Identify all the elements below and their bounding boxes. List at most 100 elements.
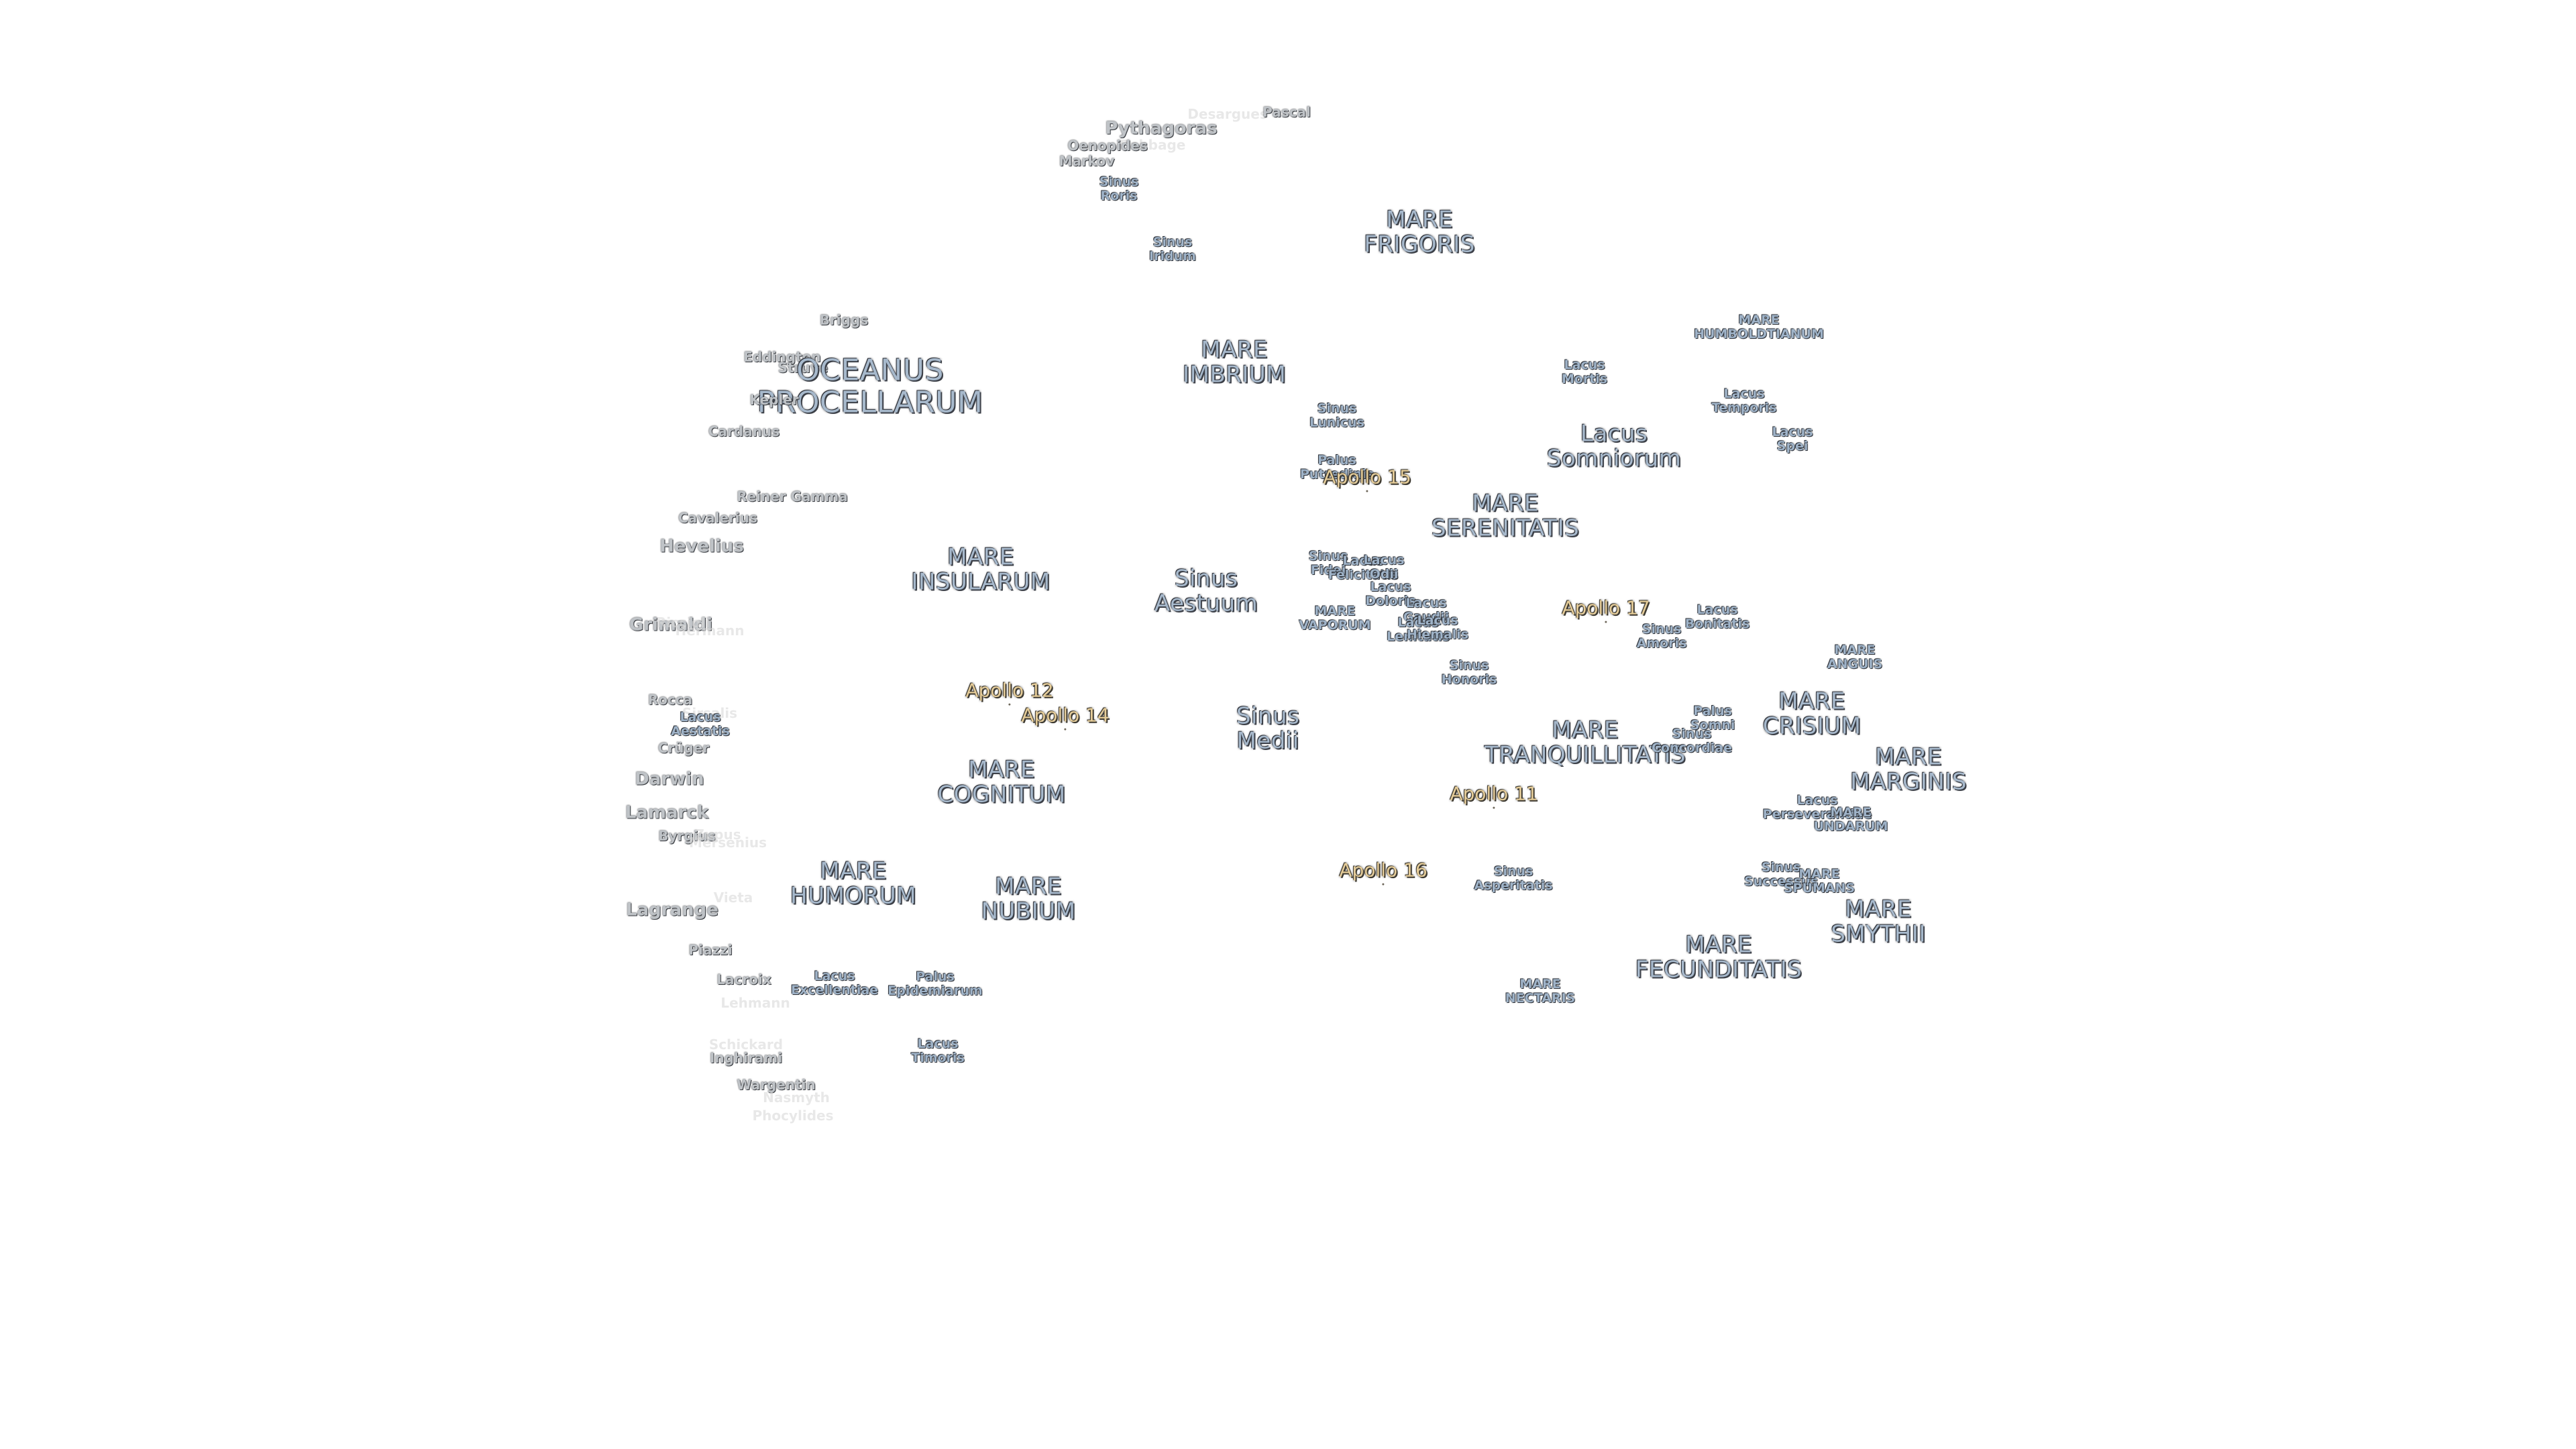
- map-label-cavalerius: Cavalerius: [678, 511, 757, 525]
- map-label-line: Babbage: [1119, 137, 1186, 153]
- map-label-byrgius: Byrgius: [658, 828, 715, 843]
- map-label-line: Apollo 11: [1450, 782, 1538, 805]
- map-label-line: NUBIUM: [981, 898, 1076, 925]
- map-label-line: Odii: [1369, 567, 1399, 582]
- map-label-line: MARE: [1314, 604, 1356, 619]
- map-label-line: Timoris: [911, 1051, 965, 1065]
- map-label-line: Iridum: [1149, 249, 1196, 264]
- map-label-phocylides: Phocylides: [752, 1108, 833, 1123]
- map-label-line: FECUNDITATIS: [1635, 957, 1803, 983]
- map-label-line: Apollo 16: [1339, 859, 1428, 881]
- map-label-line: Sinus: [1493, 864, 1534, 879]
- map-label-line: HUMORUM: [790, 883, 916, 910]
- map-label-hevelius: Hevelius: [659, 537, 744, 557]
- map-label-line: Schickard: [708, 1036, 784, 1053]
- map-label-line: Lacus: [1796, 793, 1838, 808]
- map-label-hermann: Hermann: [676, 623, 745, 638]
- map-label-line: MARE: [1685, 931, 1752, 959]
- map-label-line: Sinus: [1642, 622, 1682, 637]
- map-label-babbage: Babbage: [1120, 138, 1186, 152]
- map-label-line: Bonitatis: [1684, 616, 1750, 631]
- map-label-line: Apollo 17: [1562, 596, 1650, 619]
- map-label-line: TRANQUILLITATIS: [1485, 742, 1686, 769]
- map-label-mersenius: Mersenius: [689, 835, 767, 850]
- map-label-line: Eddington: [743, 349, 821, 365]
- map-label-pythagoras: Pythagoras: [1105, 119, 1217, 139]
- map-label-apollo-16: Apollo 16: [1339, 859, 1428, 885]
- map-label-line: Pascal: [1263, 104, 1311, 120]
- map-label-line: Lacus: [1772, 425, 1813, 440]
- map-label-line: Lacus: [1397, 615, 1439, 631]
- map-label-line: MARE: [1472, 490, 1539, 517]
- map-label-line: NECTARIS: [1505, 991, 1576, 1006]
- map-label-line: ANGUIS: [1827, 657, 1883, 672]
- map-label-line: Lehmann: [720, 995, 790, 1011]
- map-label-line: Fidei: [1310, 563, 1346, 578]
- map-label-line: CRISIUM: [1762, 713, 1862, 740]
- map-label-line: IMBRIUM: [1182, 362, 1287, 388]
- map-label-line: MARE: [1738, 313, 1780, 328]
- map-label-apollo-14: Apollo 14: [1021, 705, 1110, 731]
- map-label-line: Sinus: [1449, 658, 1489, 674]
- map-label-line: MARGINIS: [1850, 769, 1967, 796]
- map-label-line: Briggs: [819, 312, 869, 328]
- map-label-line: MARE: [1778, 688, 1845, 715]
- map-label-line: Palus: [1318, 453, 1356, 468]
- map-label-struve: Struve: [778, 360, 828, 375]
- map-label-oenopides: Oenopides: [1067, 138, 1148, 153]
- map-label-line: Asperitatis: [1474, 878, 1553, 893]
- map-label-line: Felicitatis: [1328, 568, 1399, 582]
- map-label-vieta: Vieta: [714, 890, 753, 905]
- map-label-line: MARE: [947, 543, 1014, 571]
- map-label-line: OCEANUS: [796, 353, 944, 388]
- map-label-line: Grimaldi: [629, 614, 713, 635]
- map-label-line: Sinus: [1152, 235, 1193, 250]
- map-label-line: Hermann: [675, 623, 745, 639]
- map-label-line: MARE: [1845, 896, 1912, 923]
- map-label-line: INSULARUM: [911, 569, 1051, 596]
- map-label-piazzi: Piazzi: [688, 943, 732, 957]
- map-label-line: Riccioli: [655, 614, 710, 631]
- map-label-line: Cardanus: [708, 423, 780, 439]
- map-label-line: UNDARUM: [1813, 819, 1888, 834]
- map-label-line: Apollo 12: [965, 679, 1054, 702]
- map-label-line: Medii: [1236, 728, 1299, 755]
- map-label-line: Hevelius: [659, 536, 744, 557]
- map-label-line: Temporis: [1711, 400, 1777, 415]
- map-label-line: MARE: [1201, 336, 1268, 364]
- map-label-line: MARE: [1830, 805, 1872, 820]
- map-label-line: Wargentin: [737, 1077, 816, 1093]
- map-label-darwin: Darwin: [635, 770, 704, 790]
- map-label-apollo-15: Apollo 15: [1323, 467, 1411, 492]
- map-label-line: Lacroix: [716, 971, 771, 987]
- map-label-line: Mersenius: [688, 835, 767, 851]
- map-label-line: Sinus: [1761, 860, 1801, 875]
- map-label-line: MARE: [1875, 743, 1942, 771]
- map-label-line: Aestuum: [1154, 590, 1258, 617]
- map-label-line: Honoris: [1441, 672, 1497, 687]
